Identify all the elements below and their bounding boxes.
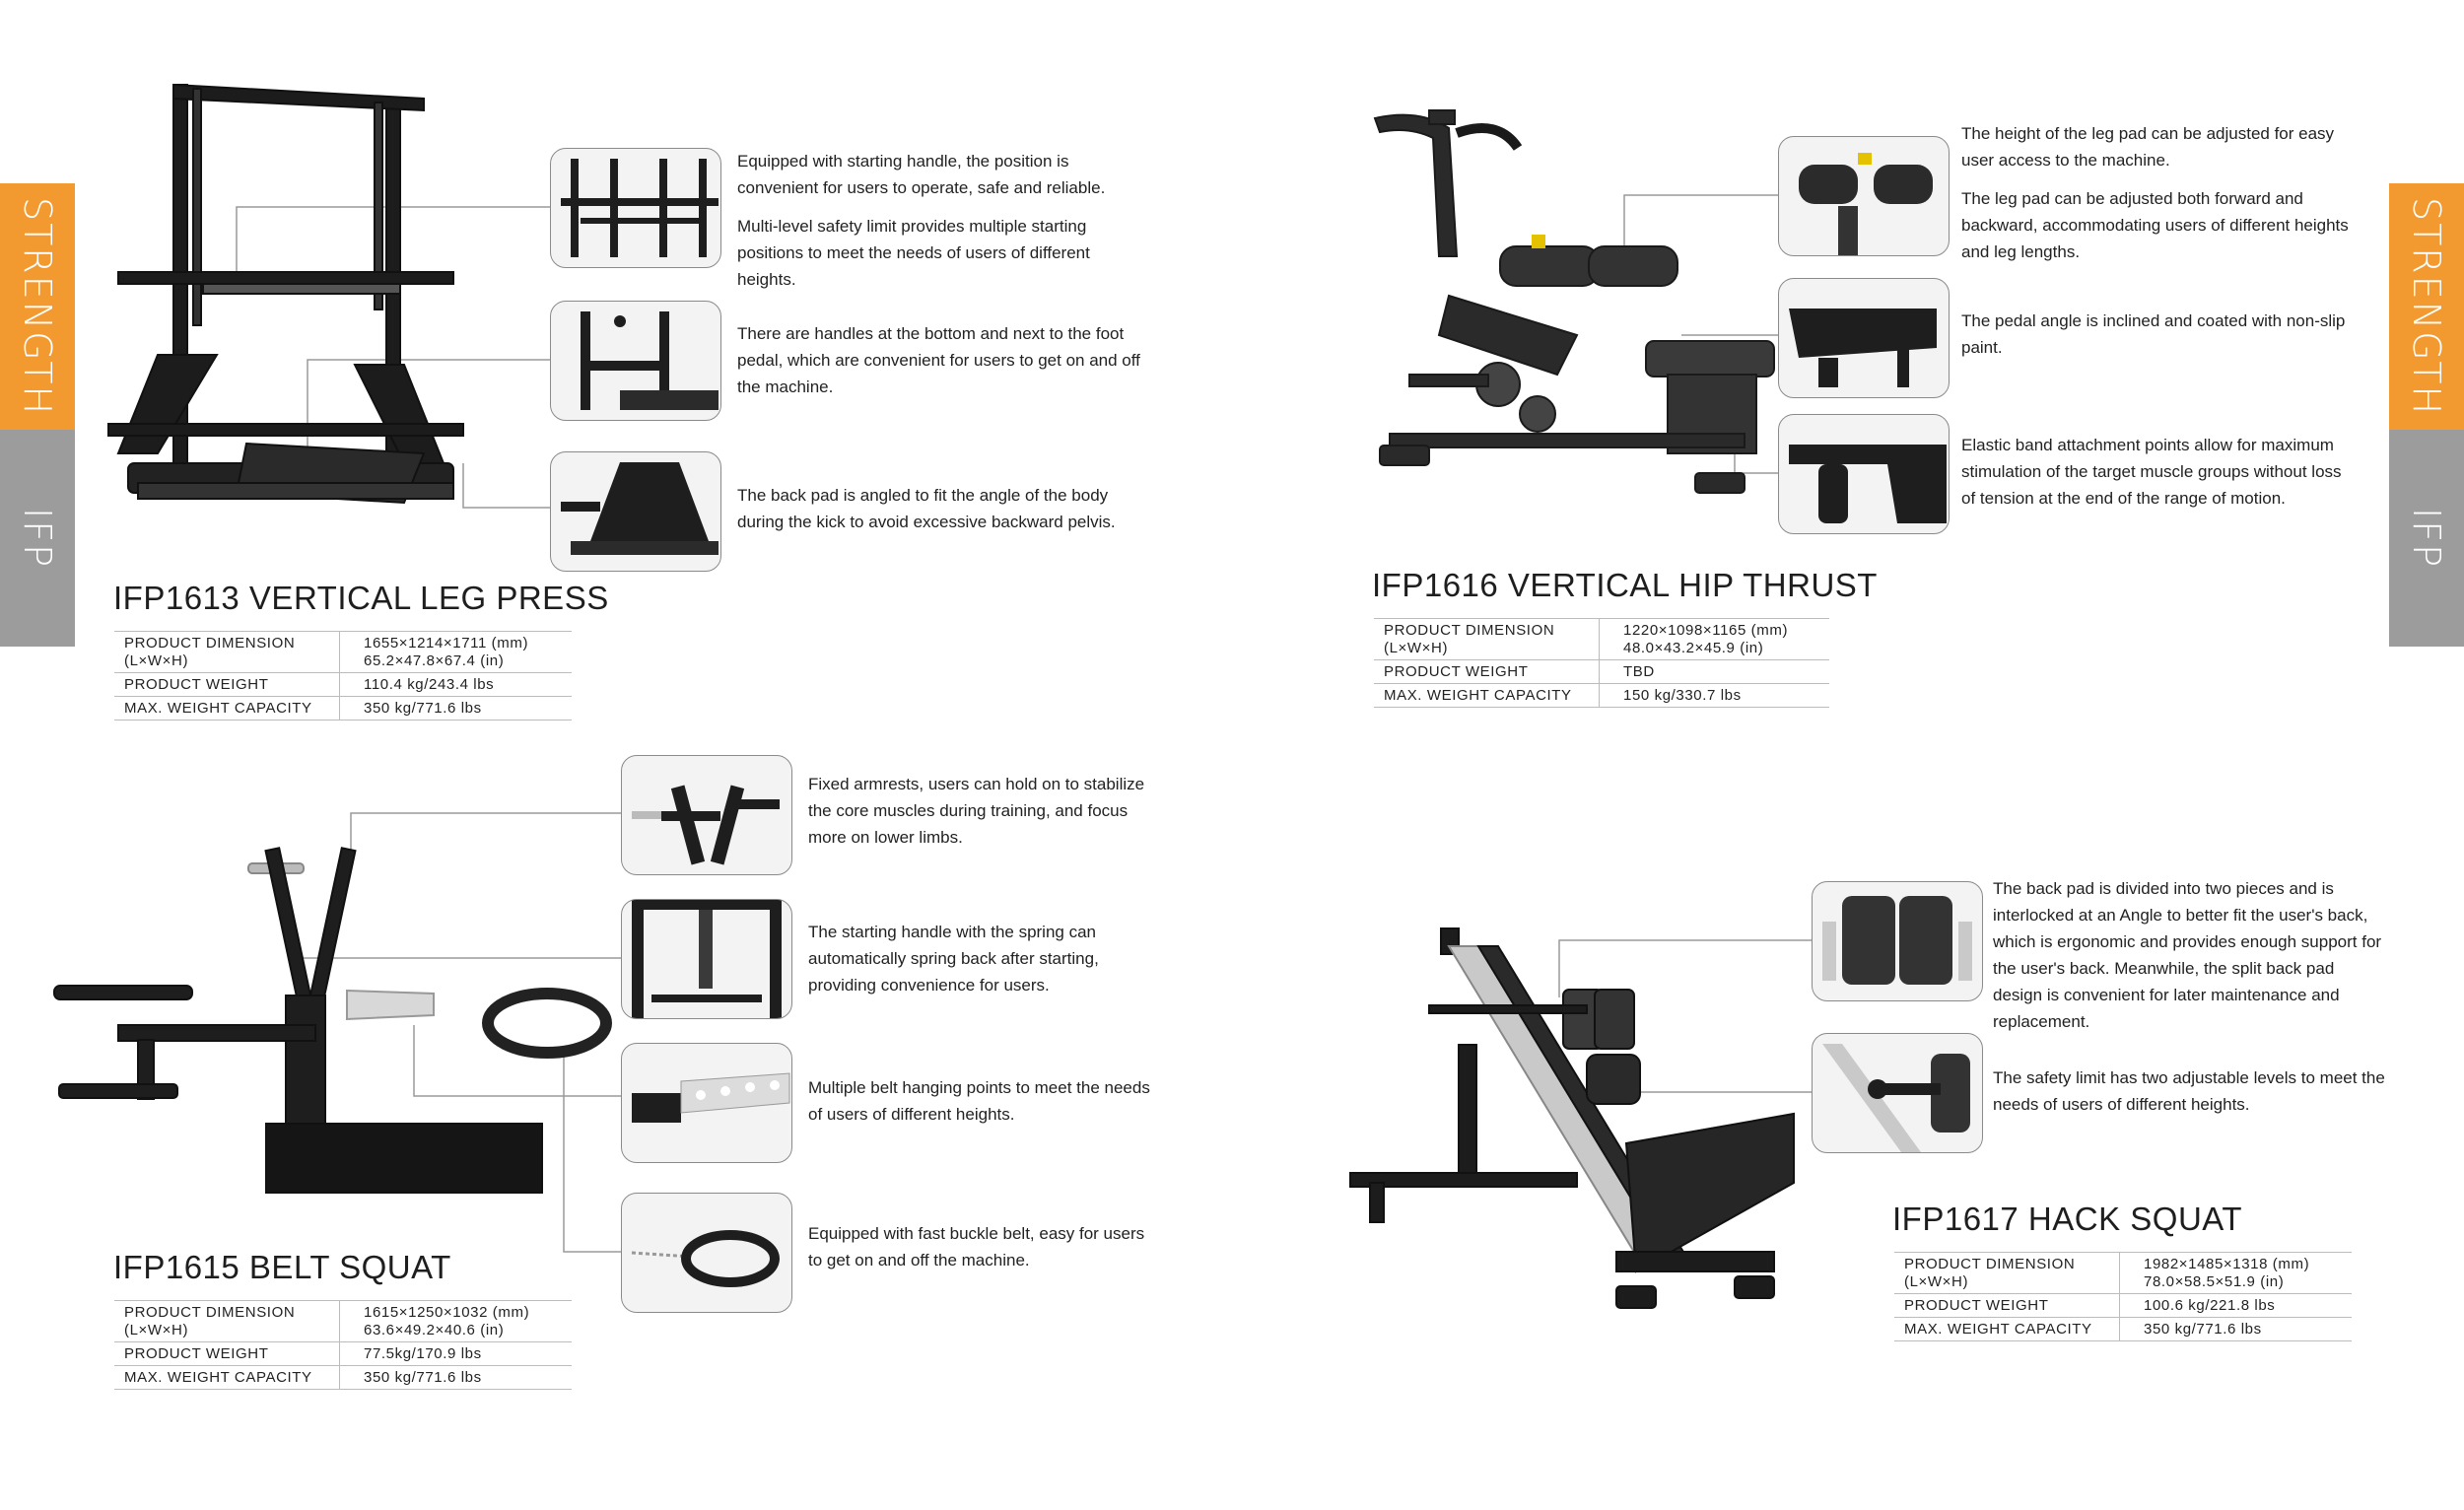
feature-text: The leg pad can be adjusted both forward… — [1961, 189, 2349, 261]
hack-squat-detail-safety-limit — [1812, 1033, 1983, 1153]
spec-row-capacity: MAX. WEIGHT CAPACITY 350 kg/771.6 lbs — [114, 696, 572, 721]
belt-squat-illustration — [53, 847, 612, 1194]
leg-press-feature-2: There are handles at the bottom and next… — [737, 320, 1151, 412]
detail-image — [1789, 445, 1947, 523]
spec-table-leg-press: PRODUCT DIMENSION(L×W×H) 1655×1214×1711 … — [114, 631, 572, 721]
spec-row-dimension: PRODUCT DIMENSION(L×W×H) 1982×1485×1318 … — [1894, 1252, 2352, 1294]
category-tab-right: STRENGTH — [2389, 183, 2464, 430]
spec-row-dimension: PRODUCT DIMENSION(L×W×H) 1655×1214×1711 … — [114, 631, 572, 673]
product-title-belt-squat: IFP1615 BELT SQUAT — [113, 1249, 451, 1285]
spec-capacity: 350 kg/771.6 lbs — [339, 696, 572, 721]
spec-capacity: 350 kg/771.6 lbs — [2119, 1317, 2352, 1341]
leg-press-illustration — [107, 83, 464, 505]
spec-row-dimension: PRODUCT DIMENSION(L×W×H) 1220×1098×1165 … — [1374, 618, 1829, 660]
hip-thrust-detail-band-points — [1778, 414, 1950, 534]
feature-text: Equipped with fast buckle belt, easy for… — [808, 1224, 1145, 1270]
feature-text: The safety limit has two adjustable leve… — [1993, 1068, 2385, 1114]
feature-text: Fixed armrests, users can hold on to sta… — [808, 775, 1145, 847]
feature-text: Elastic band attachment points allow for… — [1961, 436, 2342, 508]
leg-press-detail-back-pad — [550, 451, 721, 572]
hack-squat-detail-back-pad — [1812, 881, 1983, 1001]
spec-dimension-in: 48.0×43.2×45.9 (in) — [1623, 640, 1764, 656]
spec-row-weight: PRODUCT WEIGHT 77.5kg/170.9 lbs — [114, 1341, 572, 1366]
spec-table-hack-squat: PRODUCT DIMENSION(L×W×H) 1982×1485×1318 … — [1894, 1252, 2352, 1341]
leg-press-detail-starting-handle — [550, 148, 721, 268]
belt-squat-detail-hanging-points — [621, 1043, 792, 1163]
detail-image — [561, 159, 719, 257]
hip-thrust-feature-3: Elastic band attachment points allow for… — [1961, 432, 2356, 523]
spec-dimension-mm: 1982×1485×1318 (mm) — [2144, 1256, 2310, 1272]
category-tab-left: STRENGTH — [0, 183, 75, 430]
hip-thrust-feature-1: The height of the leg pad can be adjuste… — [1961, 120, 2356, 277]
belt-squat-feature-1: Fixed armrests, users can hold on to sta… — [808, 771, 1153, 862]
belt-squat-feature-2: The starting handle with the spring can … — [808, 919, 1153, 1010]
detail-image — [632, 1072, 790, 1123]
belt-squat-feature-3: Multiple belt hanging points to meet the… — [808, 1074, 1153, 1139]
feature-text: The height of the leg pad can be adjuste… — [1961, 124, 2335, 170]
feature-text: The back pad is divided into two pieces … — [1993, 879, 2382, 1031]
leg-press-feature-3: The back pad is angled to fit the angle … — [737, 482, 1151, 547]
feature-text: There are handles at the bottom and next… — [737, 324, 1140, 396]
leg-press-detail-handles — [550, 301, 721, 421]
spec-weight: 100.6 kg/221.8 lbs — [2119, 1293, 2352, 1318]
spec-weight: TBD — [1599, 659, 1829, 684]
hack-squat-feature-2: The safety limit has two adjustable leve… — [1993, 1064, 2387, 1130]
detail-image — [1789, 309, 1937, 387]
detail-image — [1822, 896, 1972, 985]
belt-squat-feature-4: Equipped with fast buckle belt, easy for… — [808, 1220, 1153, 1285]
spec-row-capacity: MAX. WEIGHT CAPACITY 150 kg/330.7 lbs — [1374, 683, 1829, 708]
detail-image — [581, 311, 719, 410]
belt-squat-detail-belt — [621, 1193, 792, 1313]
feature-text: Equipped with starting handle, the posit… — [737, 152, 1106, 197]
detail-image — [1822, 1044, 1970, 1152]
belt-squat-detail-armrests — [621, 755, 792, 875]
feature-text: The starting handle with the spring can … — [808, 923, 1099, 995]
spec-row-weight: PRODUCT WEIGHT 100.6 kg/221.8 lbs — [1894, 1293, 2352, 1318]
belt-squat-detail-starting-handle — [621, 899, 792, 1019]
spec-table-hip-thrust: PRODUCT DIMENSION(L×W×H) 1220×1098×1165 … — [1374, 618, 1829, 708]
spec-row-dimension: PRODUCT DIMENSION(L×W×H) 1615×1250×1032 … — [114, 1300, 572, 1342]
spec-weight: 110.4 kg/243.4 lbs — [339, 672, 572, 697]
spec-row-weight: PRODUCT WEIGHT TBD — [1374, 659, 1829, 684]
hip-thrust-illustration — [1373, 109, 1775, 494]
product-title-hack-squat: IFP1617 HACK SQUAT — [1892, 1201, 2243, 1237]
spec-table-belt-squat: PRODUCT DIMENSION(L×W×H) 1615×1250×1032 … — [114, 1300, 572, 1390]
spec-dimension-mm: 1655×1214×1711 (mm) — [364, 635, 529, 652]
feature-text: The back pad is angled to fit the angle … — [737, 486, 1116, 531]
feature-text: Multiple belt hanging points to meet the… — [808, 1078, 1150, 1124]
spec-row-capacity: MAX. WEIGHT CAPACITY 350 kg/771.6 lbs — [1894, 1317, 2352, 1341]
spec-capacity: 350 kg/771.6 lbs — [339, 1365, 572, 1390]
spec-weight: 77.5kg/170.9 lbs — [339, 1341, 572, 1366]
detail-image — [632, 785, 780, 865]
leg-press-feature-1: Equipped with starting handle, the posit… — [737, 148, 1151, 305]
spec-row-capacity: MAX. WEIGHT CAPACITY 350 kg/771.6 lbs — [114, 1365, 572, 1390]
spec-row-weight: PRODUCT WEIGHT 110.4 kg/243.4 lbs — [114, 672, 572, 697]
spec-dimension-in: 63.6×49.2×40.6 (in) — [364, 1322, 505, 1338]
feature-text: Multi-level safety limit provides multip… — [737, 217, 1090, 289]
product-title-hip-thrust: IFP1616 VERTICAL HIP THRUST — [1372, 567, 1878, 603]
series-tab-left: IFP — [0, 430, 75, 647]
hack-squat-illustration — [1349, 927, 1795, 1309]
spec-capacity: 150 kg/330.7 lbs — [1599, 683, 1829, 708]
detail-image — [1799, 153, 1933, 255]
detail-image — [561, 462, 719, 555]
spec-dimension-in: 78.0×58.5×51.9 (in) — [2144, 1273, 2285, 1290]
hack-squat-feature-1: The back pad is divided into two pieces … — [1993, 875, 2387, 1047]
detail-image — [632, 900, 782, 1018]
spec-dimension-in: 65.2×47.8×67.4 (in) — [364, 652, 505, 669]
spec-dimension-mm: 1615×1250×1032 (mm) — [364, 1304, 530, 1321]
hip-thrust-feature-2: The pedal angle is inclined and coated w… — [1961, 308, 2356, 373]
hip-thrust-detail-pedal — [1778, 278, 1950, 398]
hip-thrust-detail-leg-pad — [1778, 136, 1950, 256]
spec-dimension-mm: 1220×1098×1165 (mm) — [1623, 622, 1789, 639]
product-title-leg-press: IFP1613 VERTICAL LEG PRESS — [113, 580, 609, 616]
detail-image — [631, 1230, 780, 1287]
feature-text: The pedal angle is inclined and coated w… — [1961, 311, 2346, 357]
series-tab-right: IFP — [2389, 430, 2464, 647]
